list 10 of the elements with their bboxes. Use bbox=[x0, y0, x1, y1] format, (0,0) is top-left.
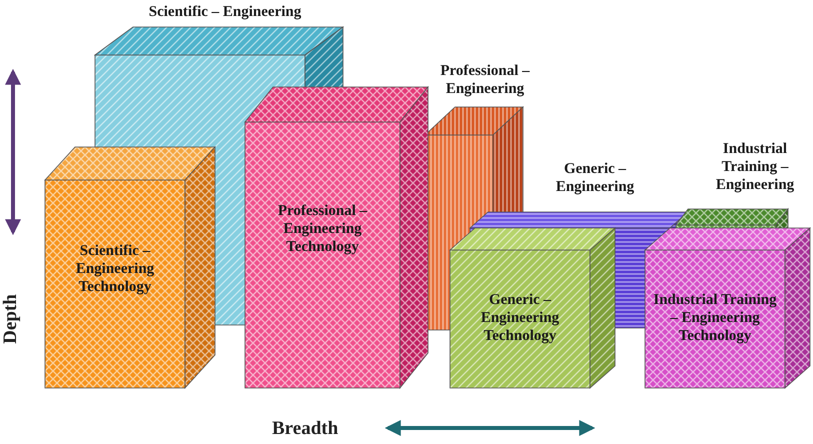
box-label: Professional – Engineering Technology bbox=[276, 202, 368, 256]
axis-label: Breadth bbox=[272, 418, 338, 440]
box-label: Scientific – Engineering bbox=[148, 3, 302, 21]
box-label: Generic – Engineering Technology bbox=[480, 291, 560, 346]
box-label: Scientific – Engineering Technology bbox=[74, 242, 156, 296]
box-label: Professional – Engineering bbox=[439, 62, 531, 98]
axis-label: Depth bbox=[0, 294, 22, 344]
box-label: Generic – Engineering bbox=[554, 160, 636, 196]
box-label: Industrial Training – Engineering bbox=[714, 140, 796, 194]
box-label: Industrial Training – Engineering Technology bbox=[653, 291, 777, 346]
